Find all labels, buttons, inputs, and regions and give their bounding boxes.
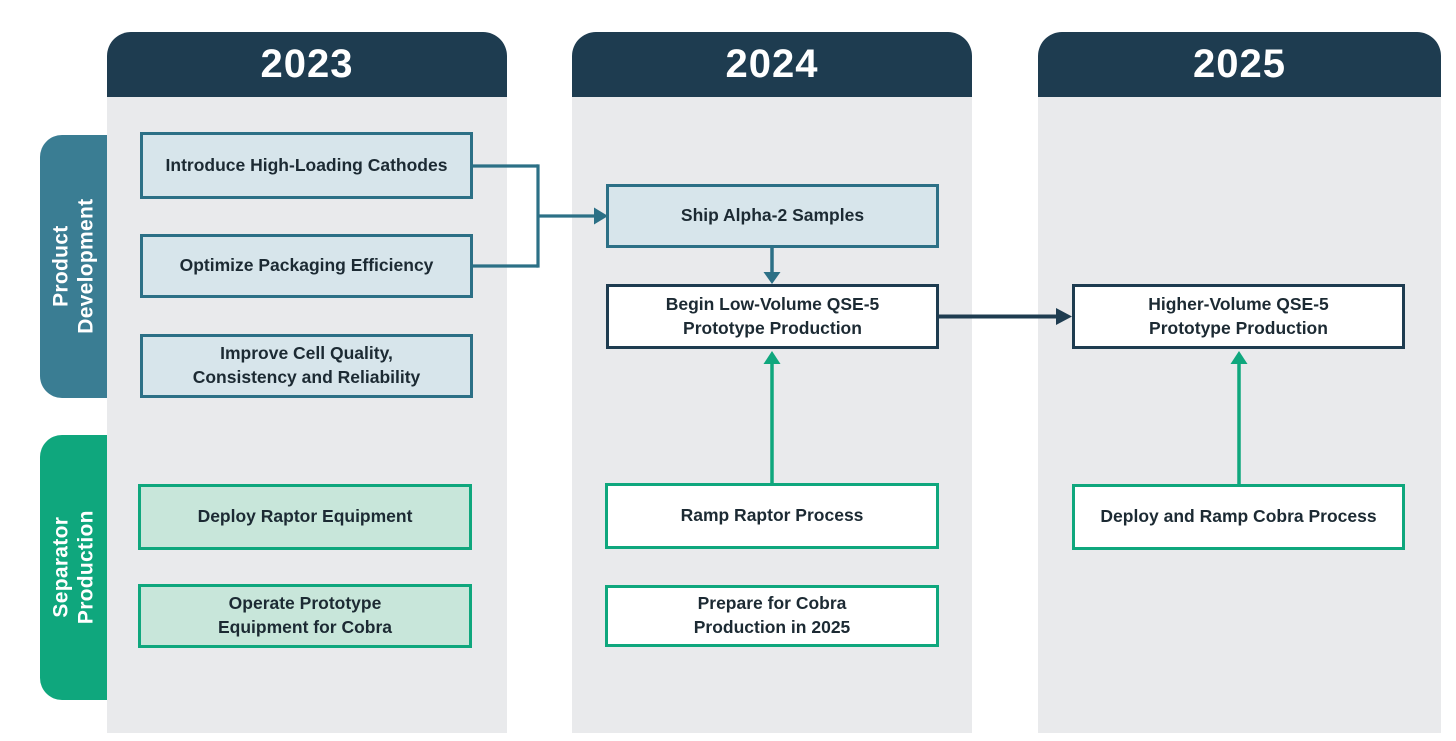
lane-product-development: Product Development xyxy=(40,135,107,398)
lane-product-development-label: Product Development xyxy=(49,198,98,335)
column-2025-header: 2025 xyxy=(1038,32,1441,97)
lane-separator-production-label: Separator Production xyxy=(49,510,98,625)
task-improve-cell-quality: Improve Cell Quality, Consistency and Re… xyxy=(140,334,473,398)
task-prepare-cobra: Prepare for Cobra Production in 2025 xyxy=(605,585,939,647)
task-operate-prototype: Operate Prototype Equipment for Cobra xyxy=(138,584,472,648)
column-2025-body xyxy=(1038,97,1441,733)
column-2025-title: 2025 xyxy=(1193,42,1286,86)
column-2023-title: 2023 xyxy=(260,42,354,86)
task-deploy-ramp-cobra: Deploy and Ramp Cobra Process xyxy=(1072,484,1405,550)
task-begin-low-volume: Begin Low-Volume QSE-5 Prototype Product… xyxy=(606,284,939,349)
task-deploy-raptor: Deploy Raptor Equipment xyxy=(138,484,472,550)
task-ramp-raptor: Ramp Raptor Process xyxy=(605,483,939,549)
task-introduce-cathodes: Introduce High-Loading Cathodes xyxy=(140,132,473,199)
column-2024-header: 2024 xyxy=(572,32,972,97)
task-optimize-packaging: Optimize Packaging Efficiency xyxy=(140,234,473,298)
lane-separator-production: Separator Production xyxy=(40,435,107,700)
task-higher-volume: Higher-Volume QSE-5 Prototype Production xyxy=(1072,284,1405,349)
column-2023-header: 2023 xyxy=(107,32,507,97)
column-2024-title: 2024 xyxy=(725,42,819,86)
task-ship-alpha2: Ship Alpha-2 Samples xyxy=(606,184,939,248)
